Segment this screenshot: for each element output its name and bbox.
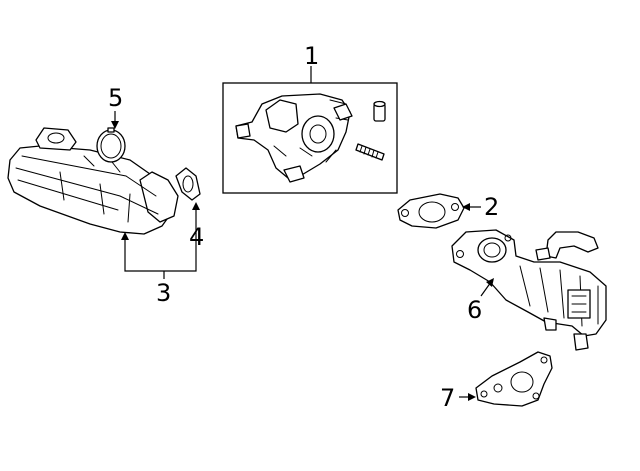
- callout-3: 3: [156, 279, 171, 307]
- gasket-7-icon: [475, 351, 553, 407]
- egr-valve-body-icon: [235, 93, 353, 183]
- callout-4: 4: [189, 223, 204, 251]
- callout-1: 1: [304, 42, 319, 70]
- callout-labels: 1 2 3 4 5 6 7: [108, 42, 499, 412]
- egr-cooler-icon: [451, 229, 607, 351]
- gasket-4-icon: [175, 167, 201, 201]
- callout-2: 2: [484, 193, 499, 221]
- egr-valve-assembly: [222, 82, 398, 194]
- callout-7: 7: [440, 384, 455, 412]
- gasket-2-icon: [397, 193, 465, 229]
- callout-5: 5: [108, 84, 123, 112]
- sleeve-icon: [373, 100, 386, 122]
- stud-bolt-icon: [355, 143, 385, 161]
- clamp-ring-icon: [96, 127, 126, 163]
- leader-lines: [111, 66, 494, 401]
- callout-6: 6: [467, 296, 482, 324]
- egr-cooler-pipe-icon: [7, 127, 179, 235]
